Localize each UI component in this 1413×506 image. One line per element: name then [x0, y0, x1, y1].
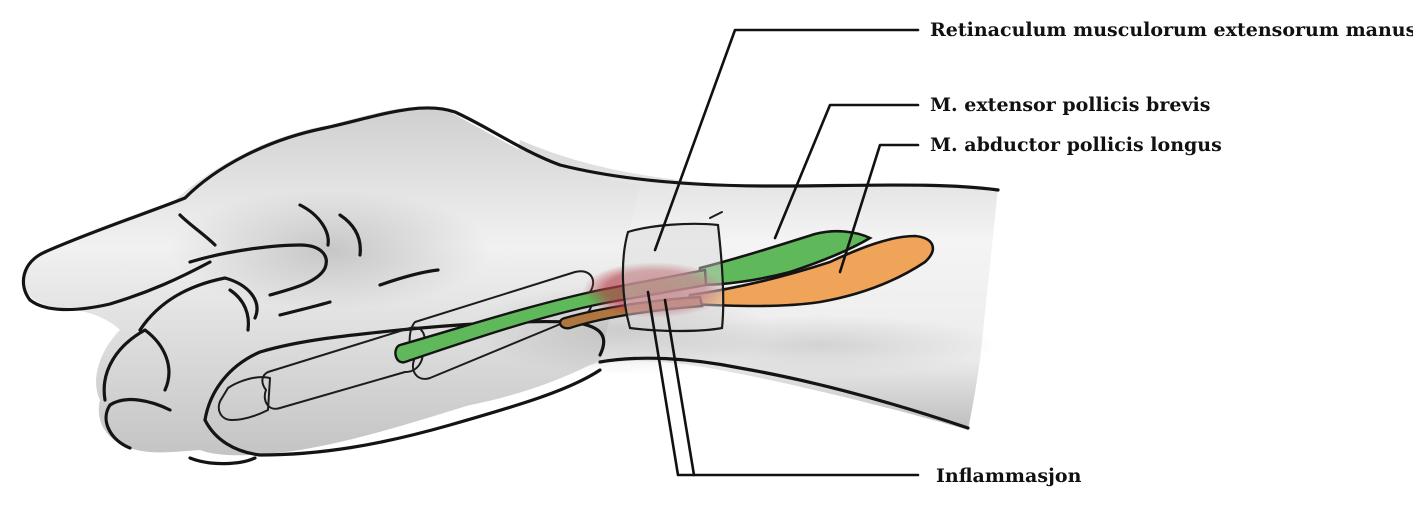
forearm-bottom-outline — [598, 356, 970, 430]
finger-3 — [138, 276, 259, 332]
inflammation-leader-1 — [646, 290, 920, 477]
palm-shadow — [170, 190, 490, 310]
label-retinaculum: Retinaculum musculorum extensorum manus — [930, 19, 1413, 41]
label-abductor-longus: M. abductor pollicis longus — [930, 134, 1222, 156]
finger-4 — [102, 328, 171, 402]
finger-crease-3 — [338, 213, 362, 257]
leader-lines — [646, 28, 920, 477]
finger-crease-5 — [278, 300, 332, 317]
thumb-underside — [203, 368, 602, 457]
inflammation-leader-2 — [663, 298, 696, 477]
inflammation-area — [583, 262, 727, 318]
index-finger-underside — [28, 260, 212, 312]
extensor-pollicis-brevis-muscle — [698, 229, 873, 287]
retinaculum-band — [621, 222, 725, 333]
finger-2 — [188, 243, 328, 297]
tendons — [394, 211, 935, 364]
abductor-pollicis-longus-muscle — [688, 234, 935, 308]
label-extensor-brevis: M. extensor pollicis brevis — [930, 94, 1210, 116]
knuckle-line — [378, 268, 440, 287]
finger-crease-2 — [298, 203, 330, 247]
thumb-tip-fold — [188, 456, 257, 466]
labels: Retinaculum musculorum extensorum manus … — [930, 19, 1413, 487]
distal-phalanx — [217, 376, 271, 421]
abductor-longus-leader — [838, 143, 920, 274]
proximal-phalanx — [261, 326, 426, 410]
forearm-shadow — [640, 315, 1000, 375]
finger-crease-4 — [228, 288, 251, 332]
finger-5 — [104, 398, 172, 450]
retinaculum-edge — [709, 211, 723, 219]
retinaculum-leader — [653, 28, 920, 252]
label-inflammation: Inflammasjon — [936, 465, 1082, 487]
extensor-brevis-leader — [773, 103, 920, 240]
finger-crease-1 — [178, 213, 217, 247]
hand-outline-top — [21, 106, 1000, 302]
